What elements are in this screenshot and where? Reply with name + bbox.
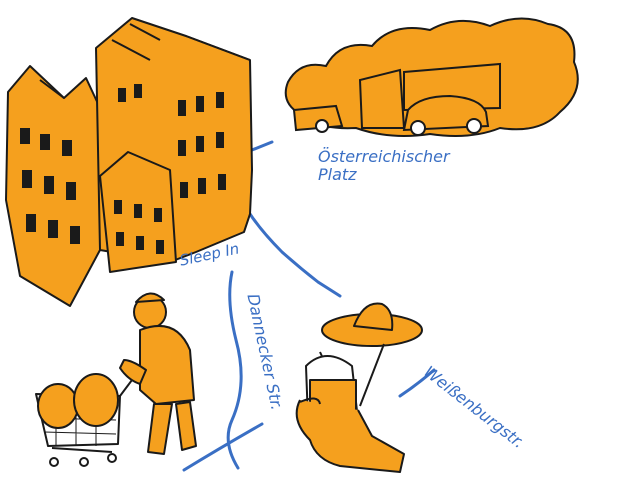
street-lines	[182, 140, 436, 472]
building-illustration	[5, 17, 253, 307]
traffic-cars-illustration	[284, 17, 579, 137]
homeless-person-with-cart-illustration	[35, 292, 197, 467]
sombrero-drink-illustration	[295, 302, 423, 473]
label-oesterreichischer-platz: Österreichischer Platz	[318, 147, 450, 184]
